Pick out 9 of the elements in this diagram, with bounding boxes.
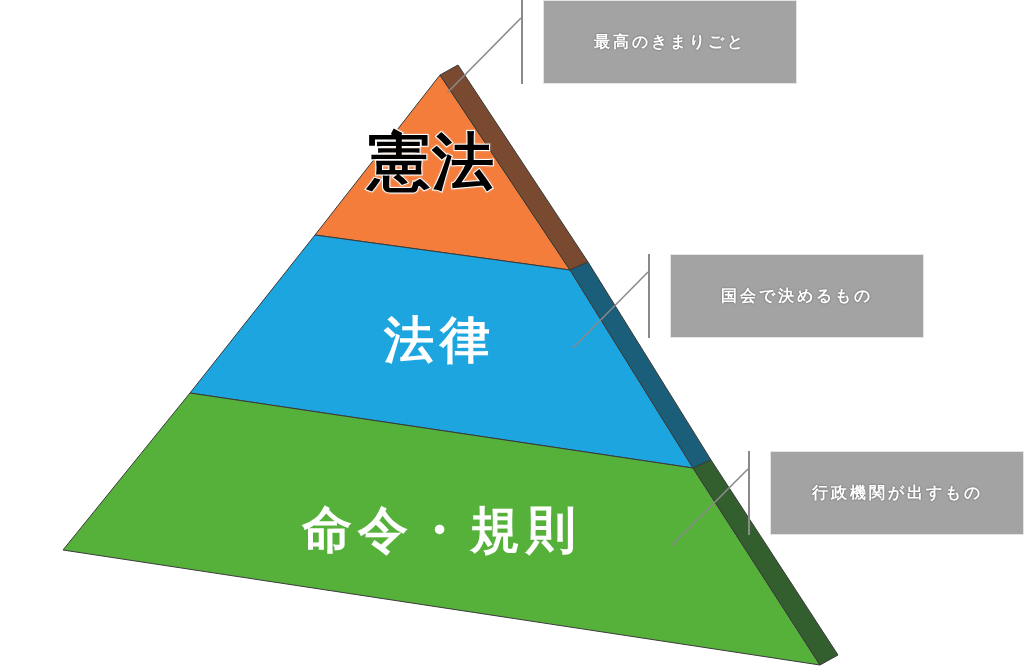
tier-label: 法律: [384, 309, 496, 371]
callout-note: 国会で決めるもの: [670, 254, 924, 338]
callout-note: 行政機関が出すもの: [770, 451, 1024, 535]
leader-line: [572, 271, 649, 349]
leader-line: [671, 468, 749, 546]
tier-label: 憲法: [368, 124, 496, 200]
tier-label: 命令・規則: [302, 499, 582, 561]
callout-note: 最高のきまりごと: [543, 0, 797, 84]
leader-line: [446, 17, 522, 94]
